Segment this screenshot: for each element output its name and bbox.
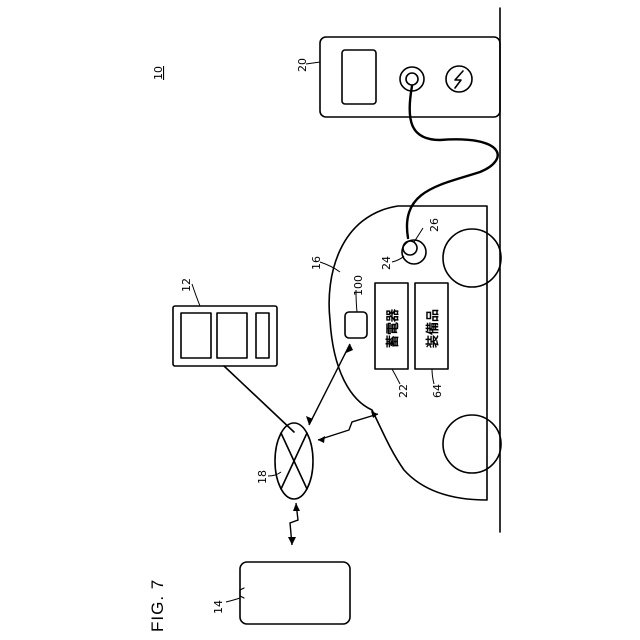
charger-connector-inner [406,73,418,85]
battery-label: 蓄電器 [385,308,401,348]
link-onboard-network [309,344,350,425]
leader-64 [432,369,434,384]
arrowhead [293,503,300,511]
phone-ref-label: 14 [212,600,225,614]
equipment-ref-label: 64 [431,384,444,398]
figure-title: FIG. 7 [148,579,167,632]
onboard-unit [345,312,367,338]
server-network-link [224,366,294,432]
leader-26 [414,228,423,242]
charger-ref-label: 20 [296,58,309,72]
link-vehicle-network [318,414,378,440]
charging-plug [403,241,417,255]
vehicle-ref-label: 16 [310,256,323,270]
server-box [173,306,277,366]
server-panel-right [256,313,269,358]
leader-18 [268,472,281,476]
vehicle-wheel-rear [443,229,501,287]
charging-cable [407,86,498,238]
phone-notch [240,588,244,598]
network-ref-label: 18 [256,470,269,484]
inlet-ref-label: 24 [380,256,393,270]
server-panel-middle [217,313,247,358]
arrowhead [288,537,296,545]
battery-ref-label: 22 [397,384,410,398]
vehicle-wheel-front [443,415,501,473]
leader-12 [192,284,200,306]
arrowhead [318,436,325,443]
server-panel-left [181,313,211,358]
arrowhead [306,416,313,425]
plug-ref-label: 26 [428,218,441,232]
leader-22 [392,369,400,384]
lightning-icon [455,71,463,88]
leader-16 [320,262,340,272]
server-ref-label: 12 [180,278,193,292]
equipment-label: 装備品 [425,309,441,349]
leader-14 [226,598,240,602]
lightning-icon-circle [446,66,472,92]
onboard-unit-ref-label: 100 [352,275,365,296]
system-ref-label: 10 [152,66,165,80]
charger-display [342,50,376,104]
phone-body [240,562,350,624]
arrowhead [371,411,378,418]
